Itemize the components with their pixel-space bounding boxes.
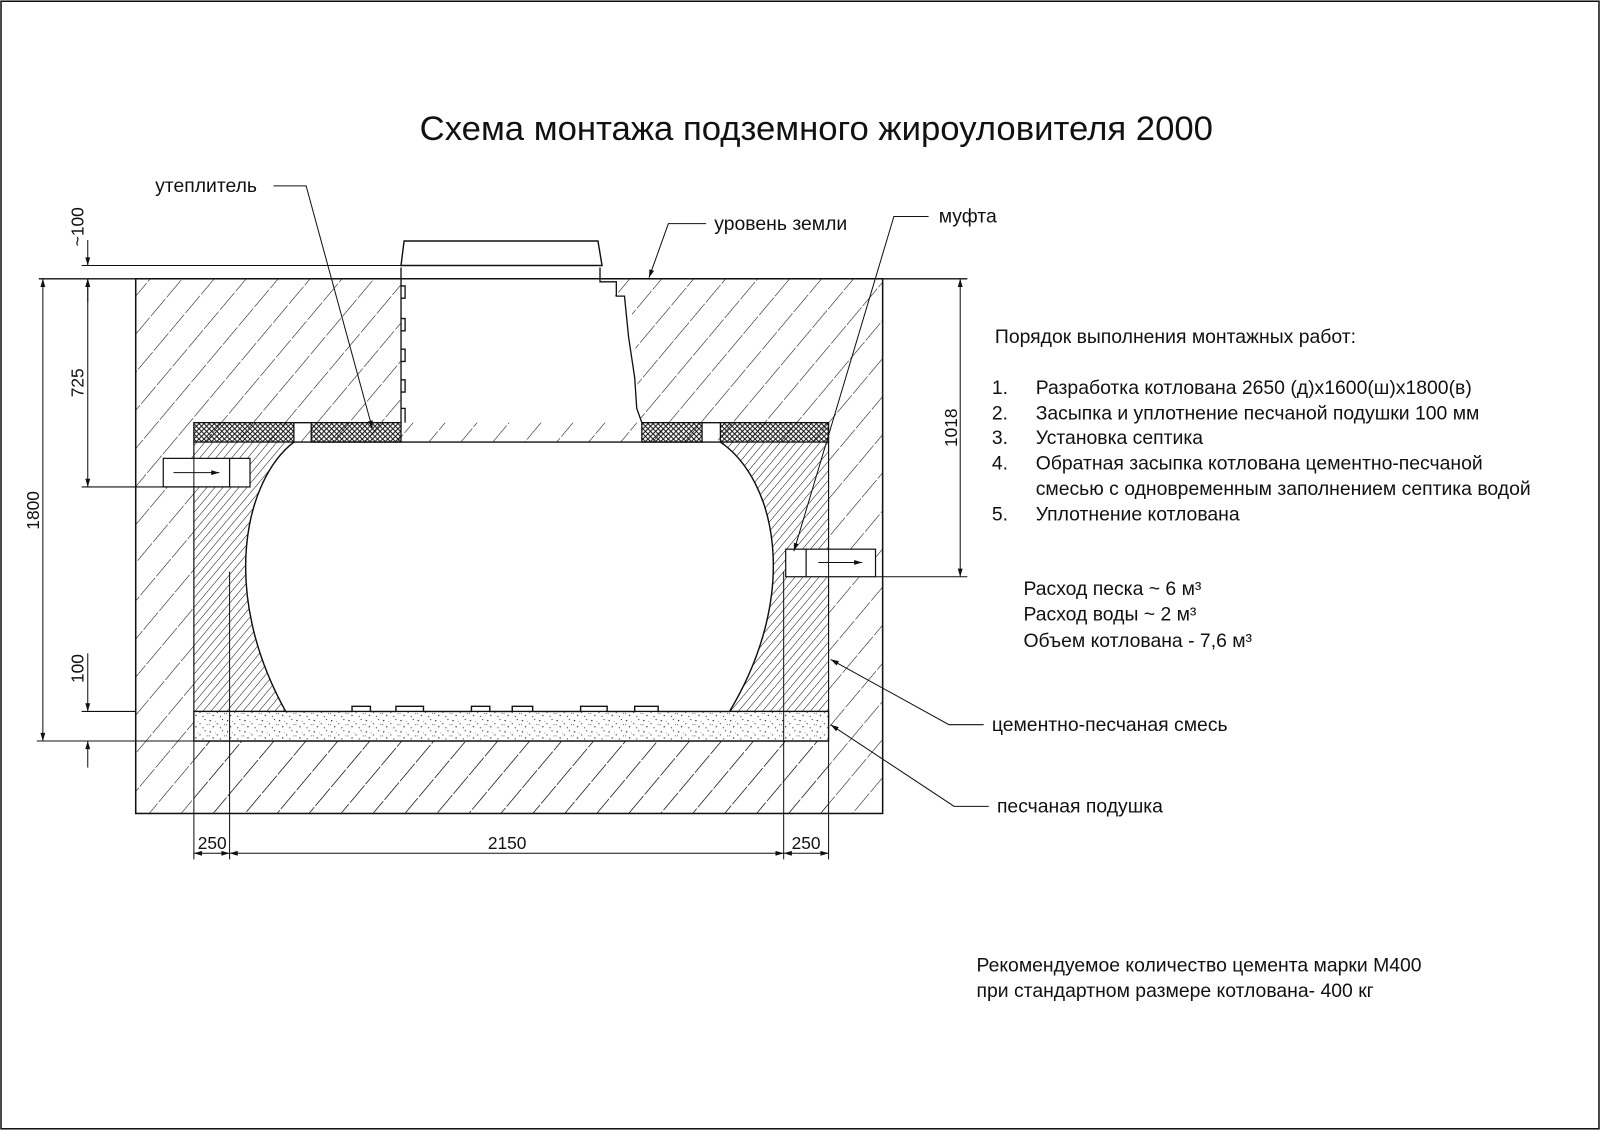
label-cement-sand-mix: цементно-песчаная смесь xyxy=(992,714,1228,736)
dim-left-250: 250 xyxy=(198,833,227,853)
step-text: Засыпка и уплотнение песчаной подушки 10… xyxy=(1036,403,1480,425)
step-text: Уплотнение котлована xyxy=(1036,504,1240,526)
consumption-notes: Расход песка ~ 6 м³ Расход воды ~ 2 м³ О… xyxy=(1023,578,1252,652)
step-text: Обратная засыпка котлована цементно-песч… xyxy=(1036,453,1483,475)
procedure-list: 1. Разработка котлована 2650 (д)х1600(ш)… xyxy=(992,377,1531,526)
dim-2150: 2150 xyxy=(488,833,527,853)
step-number: 4. xyxy=(992,453,1008,475)
tank-lid xyxy=(400,240,603,267)
step-number: 3. xyxy=(992,427,1008,449)
step-number: 2. xyxy=(992,403,1008,425)
pit-volume: Объем котлована - 7,6 м³ xyxy=(1023,630,1252,652)
insulation-right-2 xyxy=(719,421,830,443)
label-sand-cushion: песчаная подушка xyxy=(997,795,1163,817)
label-ground-level: уровень земли xyxy=(714,213,847,235)
dim-100: 100 xyxy=(68,654,88,683)
outlet-pipe xyxy=(785,548,877,578)
step-number: 5. xyxy=(992,504,1008,526)
insulation-left-1 xyxy=(193,421,295,443)
water-consumption: Расход воды ~ 2 м³ xyxy=(1023,604,1196,626)
label-coupling: муфта xyxy=(939,206,997,228)
dim-right-250: 250 xyxy=(792,833,821,853)
tank-body xyxy=(244,441,775,713)
dim-1018: 1018 xyxy=(941,408,961,447)
dim-1800: 1800 xyxy=(23,491,43,530)
diagram-title: Схема монтажа подземного жироуловителя 2… xyxy=(420,110,1213,148)
cement-note-line: при стандартном размере котлована- 400 к… xyxy=(977,980,1374,1002)
label-insulation: утеплитель xyxy=(155,175,257,197)
sand-consumption: Расход песка ~ 6 м³ xyxy=(1023,578,1201,600)
step-text: Установка септика xyxy=(1036,427,1204,449)
insulation-left-2 xyxy=(310,421,402,443)
step-number: 1. xyxy=(992,377,1008,399)
sand-cushion xyxy=(193,710,830,742)
cement-note: Рекомендуемое количество цемента марки М… xyxy=(977,955,1422,1003)
tank-neck xyxy=(401,278,642,423)
insulation-right-1 xyxy=(641,421,703,443)
step-text: Разработка котлована 2650 (д)х1600(ш)х18… xyxy=(1036,377,1472,399)
step-text-cont: смесью с одновременным заполнением септи… xyxy=(1036,478,1531,500)
bottom-soil xyxy=(193,741,829,813)
inlet-pipe xyxy=(162,457,251,488)
cement-note-line: Рекомендуемое количество цемента марки М… xyxy=(977,955,1422,977)
dim-725: 725 xyxy=(68,368,88,397)
dim-approx-100: ~100 xyxy=(68,207,88,246)
procedure-heading: Порядок выполнения монтажных работ: xyxy=(995,326,1356,348)
